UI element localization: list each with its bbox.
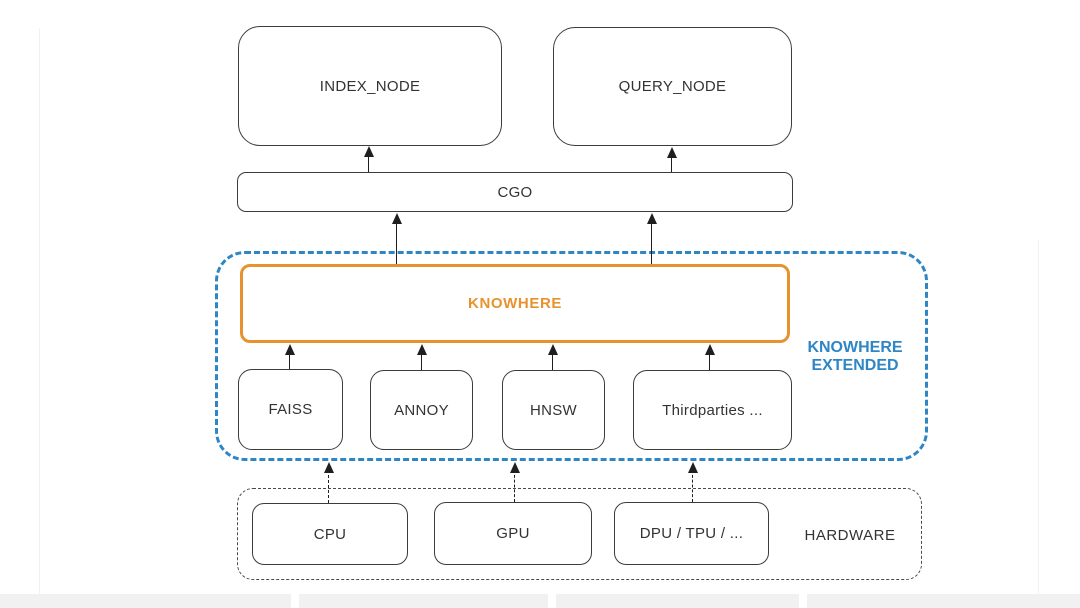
query-node-box: QUERY_NODE — [553, 27, 792, 146]
index-node-label: INDEX_NODE — [319, 77, 421, 95]
arrow-head — [285, 344, 295, 355]
arrow-shaft — [514, 470, 515, 502]
hardware-group — [237, 488, 922, 580]
cpu-label: CPU — [313, 525, 347, 543]
arrow-head — [705, 344, 715, 355]
arrow-shaft — [692, 470, 693, 502]
arrow-cgo-to-query-node — [666, 147, 678, 172]
arrow-hnsw-to-knowhere — [547, 344, 559, 370]
arrow-head — [364, 146, 374, 157]
arrow-faiss-to-knowhere — [284, 344, 296, 369]
knowhere-extended-label: KNOWHERE EXTENDED — [798, 339, 912, 375]
hardware-box-dpu-tpu: DPU / TPU / ... — [614, 502, 769, 565]
hardware-label: HARDWARE — [804, 527, 896, 544]
library-box-hnsw: HNSW — [502, 370, 605, 450]
thirdparties-label: Thirdparties ... — [662, 401, 763, 419]
hnsw-label: HNSW — [529, 401, 578, 419]
arrow-head — [548, 344, 558, 355]
hardware-box-gpu: GPU — [434, 502, 592, 565]
arrow-annoy-to-knowhere — [416, 344, 428, 370]
arrow-shaft — [421, 352, 422, 370]
bottom-band-gap — [291, 594, 299, 608]
bottom-band-gap — [799, 594, 807, 608]
knowhere-box: KNOWHERE — [240, 264, 790, 343]
arrow-head — [324, 462, 334, 473]
arrow-head — [688, 462, 698, 473]
faint-right-line — [1038, 240, 1039, 608]
arrow-cpu-to-knowhere-extended — [323, 462, 335, 503]
arrow-shaft — [709, 352, 710, 370]
index-node-box: INDEX_NODE — [238, 26, 502, 146]
cgo-box: CGO — [237, 172, 793, 212]
knowhere-label: KNOWHERE — [468, 295, 562, 312]
annoy-label: ANNOY — [394, 401, 449, 419]
arrow-head — [510, 462, 520, 473]
arrow-shaft — [368, 154, 369, 172]
cgo-label: CGO — [497, 183, 533, 201]
faint-left-line — [39, 28, 40, 594]
arrow-knowhere-to-cgo-right — [646, 213, 658, 264]
arrow-shaft — [671, 155, 672, 172]
bottom-crop-band — [0, 594, 1080, 608]
arrow-head — [647, 213, 657, 224]
arrow-head — [667, 147, 677, 158]
arrow-shaft — [651, 221, 652, 264]
arrow-gpu-to-knowhere-extended — [509, 462, 521, 502]
arrow-shaft — [396, 221, 397, 264]
library-box-faiss: FAISS — [238, 369, 343, 450]
arrow-shaft — [552, 352, 553, 370]
gpu-label: GPU — [496, 525, 530, 542]
arrow-thirdparties-to-knowhere — [704, 344, 716, 370]
hardware-box-cpu: CPU — [252, 503, 408, 565]
library-box-annoy: ANNOY — [370, 370, 473, 450]
arrow-head — [417, 344, 427, 355]
knowhere-extended-group — [215, 251, 928, 461]
arrow-dpu-to-knowhere-extended — [687, 462, 699, 502]
knowhere-extended-label-line1: KNOWHERE — [807, 339, 903, 356]
arrow-shaft — [289, 352, 290, 369]
dpu-tpu-label: DPU / TPU / ... — [639, 525, 744, 542]
query-node-label: QUERY_NODE — [618, 78, 727, 95]
arrow-head — [392, 213, 402, 224]
bottom-band-gap — [548, 594, 556, 608]
arrow-knowhere-to-cgo-left — [391, 213, 403, 264]
arrow-shaft — [328, 470, 329, 503]
arrow-cgo-to-index-node — [363, 146, 375, 172]
knowhere-extended-label-line2: EXTENDED — [811, 357, 899, 374]
faiss-label: FAISS — [268, 401, 313, 418]
library-box-thirdparties: Thirdparties ... — [633, 370, 792, 450]
